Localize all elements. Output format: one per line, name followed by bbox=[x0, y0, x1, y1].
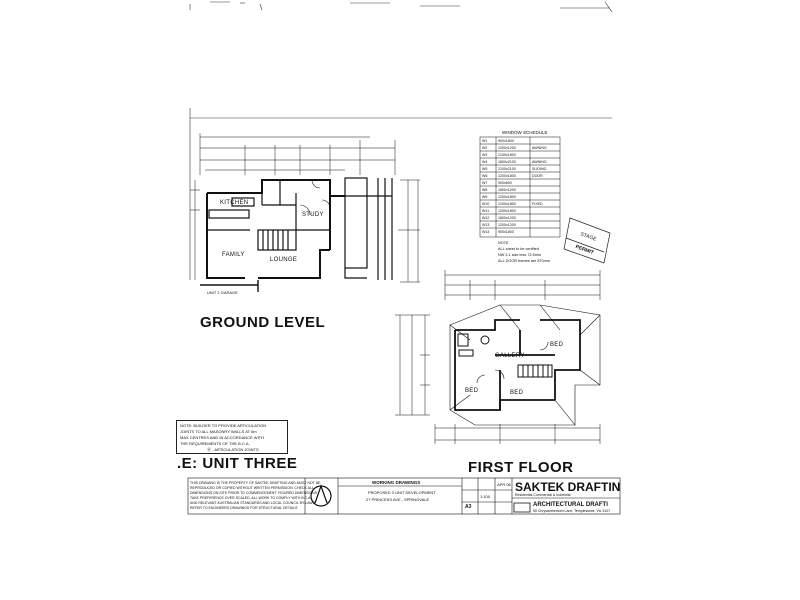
schedule-note-1: NOTE bbox=[498, 241, 509, 245]
room-label-bed-1: BED bbox=[465, 388, 479, 394]
builder-note-line-2: JOINTS TO ALL MASONRY WALLS AT 6m bbox=[180, 429, 257, 434]
room-label-kitchen: KITCHEN bbox=[220, 200, 249, 206]
builder-note-line-4: THE REQUIREMENTS OF THE B.C.A. bbox=[180, 441, 250, 446]
drawing-scale: 1:100 bbox=[480, 494, 491, 499]
first-floor-heading: FIRST FLOOR bbox=[468, 459, 574, 476]
firm-address: 55 Chrysanthemum Lane, Templestowe, Vic … bbox=[533, 509, 611, 513]
builder-note-line-3: MAX CENTRES AND IN ACCORDANCE WITH bbox=[180, 435, 265, 440]
garage-label: UNIT 2 GARAGE bbox=[207, 290, 238, 295]
unit-three-heading: .E: UNIT THREE bbox=[177, 455, 298, 472]
project-title: PROPOSED 3 UNIT DEVELOPMENT bbox=[368, 490, 436, 495]
project-address: 27 PRINCESS AVE., SPRINGVALE bbox=[366, 497, 430, 502]
room-label-gallery: GALLERY bbox=[495, 353, 525, 359]
room-label-bed-3: BED bbox=[550, 342, 564, 348]
sheet-size: A3 bbox=[465, 504, 472, 510]
schedule-title: WINDOW SCHEDULE bbox=[502, 130, 548, 135]
articulation-legend: Ⓐ - ARTICULATION JOINTS bbox=[207, 447, 259, 452]
drawing-type: WORKING DRAWINGS bbox=[372, 480, 421, 485]
builder-note-line-1: NOTE: BUILDER TO PROVIDE ARTICULATION bbox=[180, 423, 267, 428]
firm-tagline: Residential Commercial & Industrial bbox=[515, 493, 571, 497]
room-label-family: FAMILY bbox=[222, 252, 245, 258]
title-block bbox=[187, 477, 621, 515]
ground-floor-plan bbox=[190, 133, 420, 292]
schedule-note-3: NW 2.1 size less 72.5mm bbox=[498, 253, 542, 257]
firm-subtitle: ARCHITECTURAL DRAFTI bbox=[533, 502, 608, 508]
top-edge-marks bbox=[189, 1, 613, 13]
ground-level-heading: GROUND LEVEL bbox=[200, 314, 326, 331]
firm-name: SAKTEK DRAFTIN bbox=[515, 480, 621, 494]
room-label-lounge: LOUNGE bbox=[270, 257, 298, 263]
revision-date: APR 06 bbox=[497, 482, 511, 487]
title-block-notes: THIS DRAWING IS THE PROPERTY OF SAKTEK D… bbox=[190, 481, 321, 510]
room-label-study: STUDY bbox=[302, 212, 324, 218]
schedule-note-2: ALL sheet to be certified bbox=[498, 247, 539, 251]
builder-note-box: NOTE: BUILDER TO PROVIDE ARTICULATION JO… bbox=[176, 420, 288, 454]
permit-stamp bbox=[563, 217, 611, 264]
window-schedule-grid bbox=[479, 136, 561, 238]
schedule-note-4: ALL DOOR frames are 870mm bbox=[498, 259, 550, 263]
room-label-bed-2: BED bbox=[510, 390, 524, 396]
first-floor-plan bbox=[395, 270, 601, 444]
